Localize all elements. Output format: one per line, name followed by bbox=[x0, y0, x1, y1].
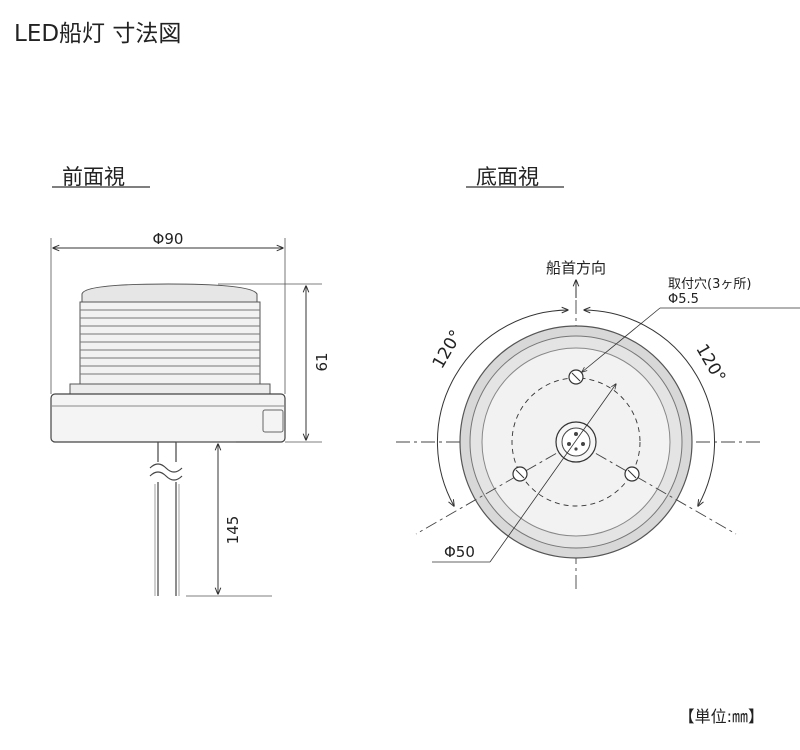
lamp-body bbox=[79, 301, 261, 385]
angle-arc-right bbox=[584, 310, 716, 506]
front-view-label: 前面視 bbox=[62, 165, 125, 189]
angle-arc-left bbox=[436, 310, 568, 506]
pcd-leader-line bbox=[489, 384, 616, 563]
lamp-base bbox=[50, 393, 286, 443]
bottom-view-label: 底面視 bbox=[476, 165, 539, 189]
hole-label: 取付穴(3ヶ所) bbox=[668, 277, 751, 292]
lamp-dome bbox=[81, 283, 258, 303]
page-title: LED船灯 寸法図 bbox=[14, 21, 182, 47]
hole-leader-line bbox=[582, 307, 661, 372]
unit-note: 【単位:㎜】 bbox=[678, 707, 764, 726]
base-connector bbox=[262, 409, 284, 433]
angle-left-label: 120° bbox=[429, 327, 467, 372]
pcd-label: Φ50 bbox=[444, 543, 475, 561]
bottom-view: 底面視 120° 120° bbox=[396, 165, 800, 590]
lamp-collar bbox=[69, 383, 271, 395]
front-view: 前面視 bbox=[50, 165, 331, 597]
height-label: 61 bbox=[313, 352, 331, 371]
diameter-label: Φ90 bbox=[153, 230, 184, 248]
angle-right-label: 120° bbox=[691, 341, 729, 386]
lead-wires bbox=[149, 442, 183, 596]
lead-length-label: 145 bbox=[224, 516, 242, 545]
hole-size-label: Φ5.5 bbox=[668, 292, 699, 307]
bow-direction-label: 船首方向 bbox=[546, 259, 606, 277]
lamp-fins bbox=[80, 309, 260, 375]
